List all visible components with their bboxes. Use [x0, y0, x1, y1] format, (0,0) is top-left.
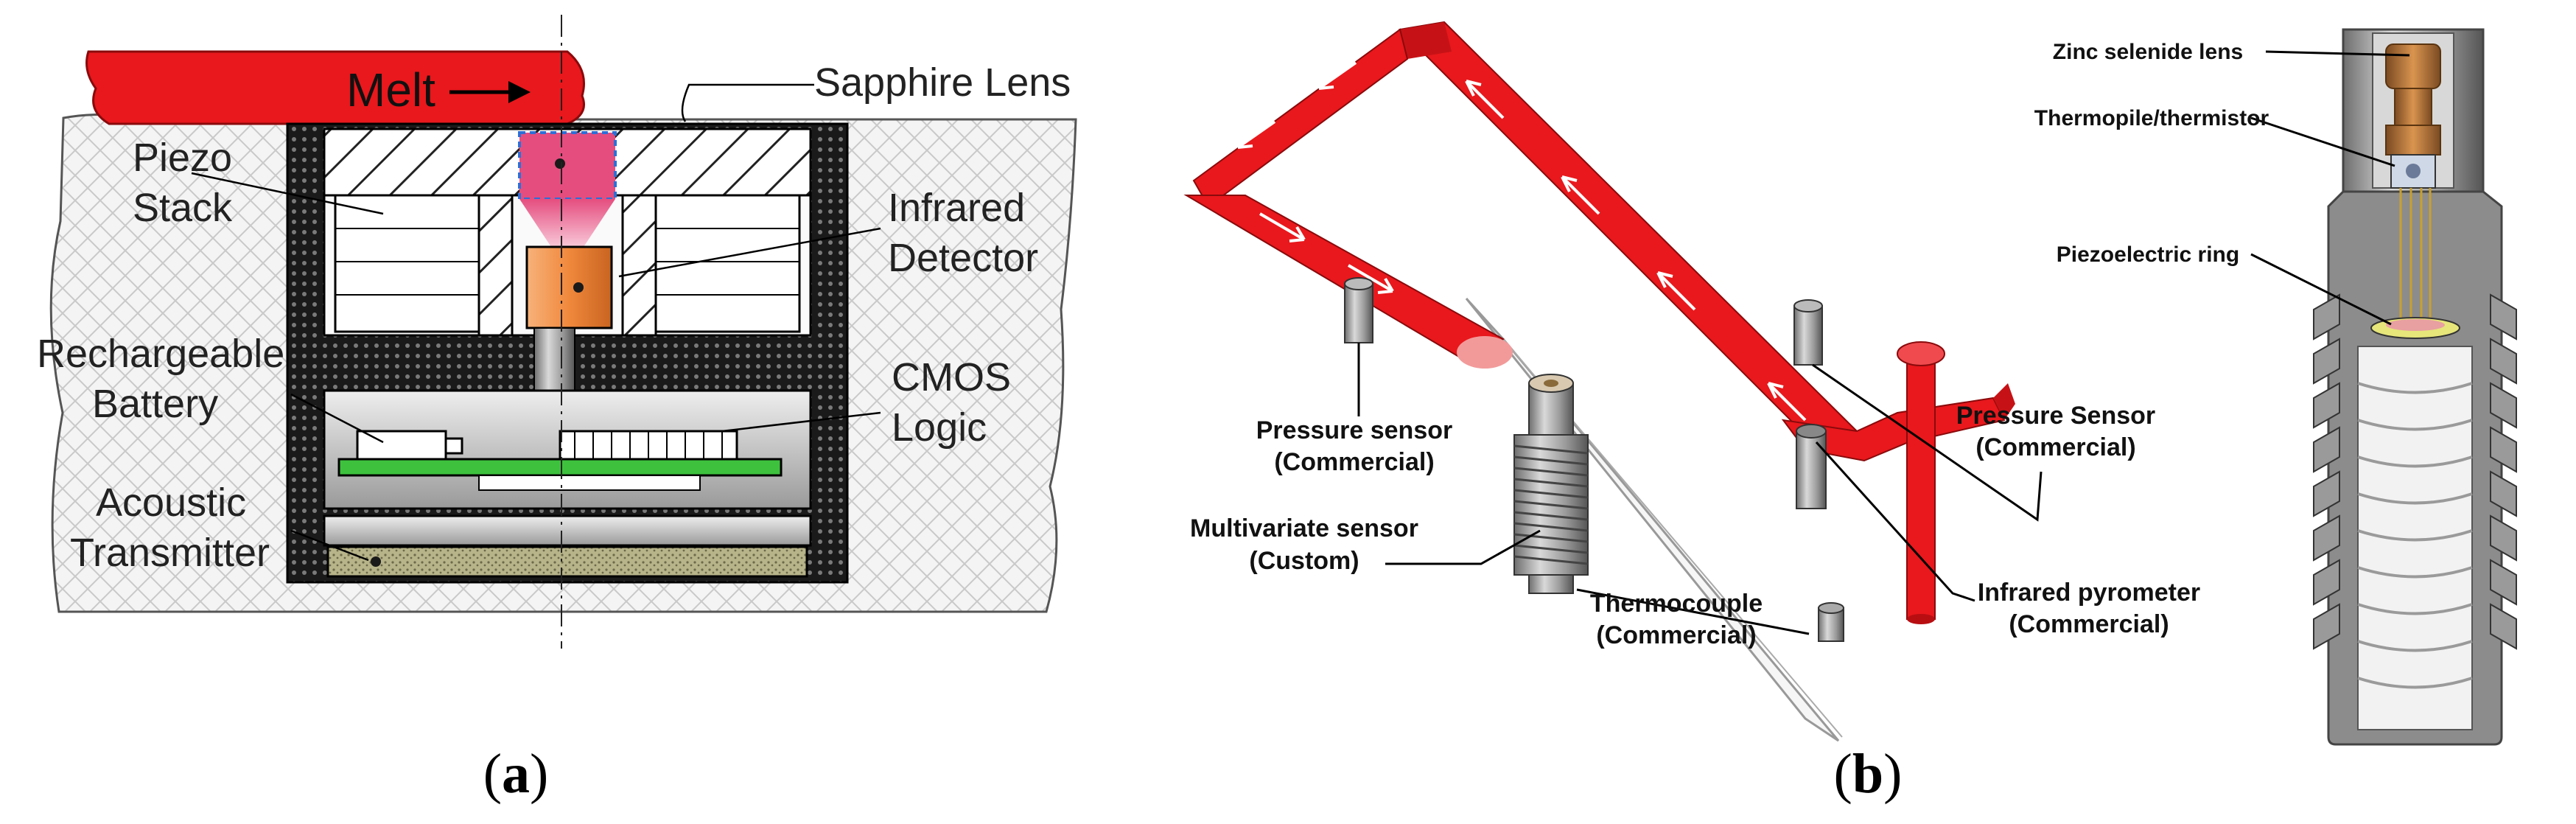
runner-left — [1192, 28, 1409, 208]
label-piezo-1: Piezo — [133, 136, 232, 180]
label-pressure-sensor-right-1: Pressure Sensor — [1956, 402, 2155, 430]
label-pressure-sensor-left-2: (Commercial) — [1274, 448, 1434, 476]
label-thermopile: Thermopile/thermistor — [2034, 106, 2269, 130]
piezo-stack — [334, 194, 801, 333]
sprue — [1906, 353, 1936, 620]
panel-b-runner-diagram: Pressure sensor (Commercial) Multivariat… — [1183, 21, 2200, 742]
caption-b: (b) — [1834, 743, 1903, 805]
label-thermocouple-2: (Commercial) — [1596, 621, 1756, 649]
label-infrared-2: Detector — [888, 236, 1038, 280]
label-multivariate-2: (Custom) — [1249, 547, 1359, 575]
label-cmos-1: CMOS — [892, 355, 1011, 399]
label-sapphire-lens: Sapphire Lens — [814, 60, 1071, 105]
panel-a-diagram: Melt Sapphire Lens Piezo Stack Infrared … — [37, 15, 1077, 649]
piezoelectric-ring — [2370, 317, 2460, 339]
label-cmos-2: Logic — [892, 405, 987, 450]
sapphire-lens — [518, 131, 617, 247]
pressure-sensor-right — [1793, 299, 1823, 366]
label-pressure-sensor-left-1: Pressure sensor — [1256, 416, 1453, 444]
label-melt: Melt — [346, 63, 435, 116]
acoustic-transmitter — [326, 545, 808, 578]
label-piezo-2: Stack — [133, 186, 233, 230]
pressure-sensor-left — [1344, 277, 1373, 343]
sensor-cutaway: Zinc selenide lens Thermopile/thermistor… — [2034, 28, 2517, 746]
multivariate-sensor — [1513, 374, 1589, 594]
infrared-detector — [525, 245, 613, 329]
label-battery-2: Battery — [92, 382, 218, 426]
label-battery-1: Rechargeable — [37, 332, 284, 376]
label-infrared-pyrometer-2: (Commercial) — [2009, 610, 2169, 638]
label-multivariate-1: Multivariate sensor — [1190, 514, 1418, 542]
label-zinc-selenide: Zinc selenide lens — [2053, 40, 2243, 64]
infrared-pyrometer — [1796, 424, 1827, 509]
label-pressure-sensor-right-2: (Commercial) — [1975, 433, 2135, 461]
label-piezoelectric-ring: Piezoelectric ring — [2057, 242, 2239, 267]
label-thermocouple-1: Thermocouple — [1590, 590, 1763, 618]
label-infrared-1: Infrared — [888, 186, 1025, 230]
label-acoustic-1: Acoustic — [96, 481, 246, 525]
thermocouple — [1818, 602, 1844, 642]
label-infrared-pyrometer-1: Infrared pyrometer — [1978, 579, 2200, 607]
caption-a: (a) — [483, 743, 549, 805]
circuit-board — [337, 458, 783, 477]
zinc-selenide-lens — [2385, 43, 2441, 156]
label-acoustic-2: Transmitter — [70, 531, 270, 575]
